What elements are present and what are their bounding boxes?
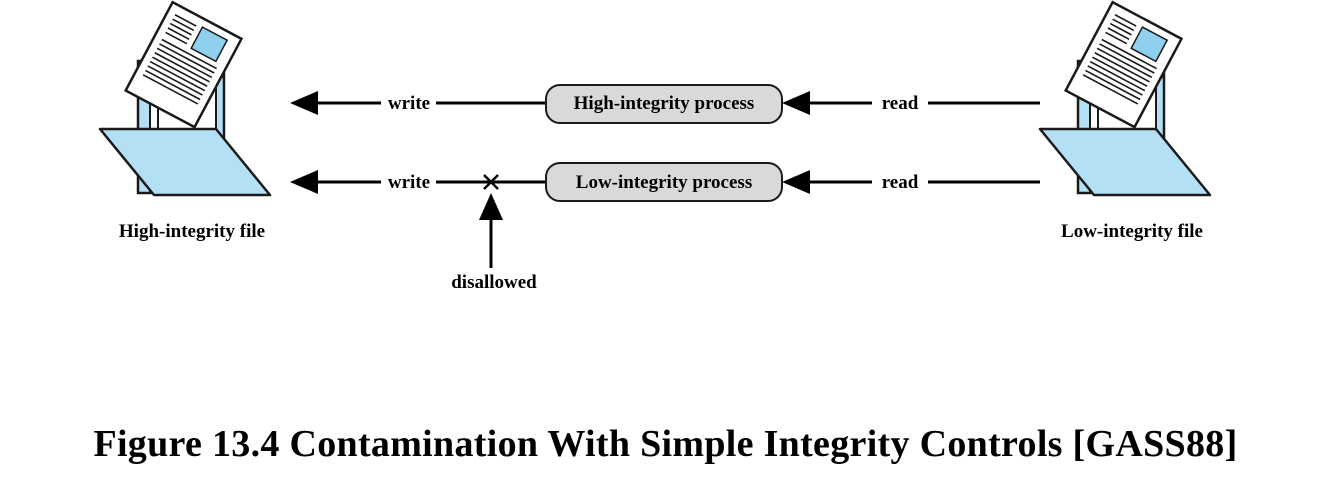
low-integrity-process-label: Low-integrity process xyxy=(576,172,752,193)
write-arrowhead-low xyxy=(290,170,318,194)
read-label-high: read xyxy=(882,93,919,114)
read-edge-high xyxy=(782,91,1040,115)
read-edge-low xyxy=(782,170,1040,194)
high-integrity-process: High-integrity process xyxy=(545,84,783,124)
low-integrity-process: Low-integrity process xyxy=(545,162,783,202)
write-arrowhead-high xyxy=(290,91,318,115)
read-arrowhead-high xyxy=(782,91,810,115)
high-integrity-file-label: High-integrity file xyxy=(119,221,265,242)
disallowed-arrow xyxy=(479,193,503,268)
figure-caption: Figure 13.4 Contamination With Simple In… xyxy=(93,423,1238,465)
low-integrity-file-label: Low-integrity file xyxy=(1061,221,1203,242)
high-integrity-process-label: High-integrity process xyxy=(574,93,755,114)
read-arrowhead-low xyxy=(782,170,810,194)
disallowed-x-mark xyxy=(483,174,499,190)
disallowed-label: disallowed xyxy=(451,272,537,293)
write-edge-high xyxy=(290,91,546,115)
write-label-high: write xyxy=(388,93,430,114)
read-label-low: read xyxy=(882,172,919,193)
high-integrity-file-icon xyxy=(98,0,272,197)
write-label-low: write xyxy=(388,172,430,193)
low-integrity-file-icon xyxy=(1038,0,1212,197)
